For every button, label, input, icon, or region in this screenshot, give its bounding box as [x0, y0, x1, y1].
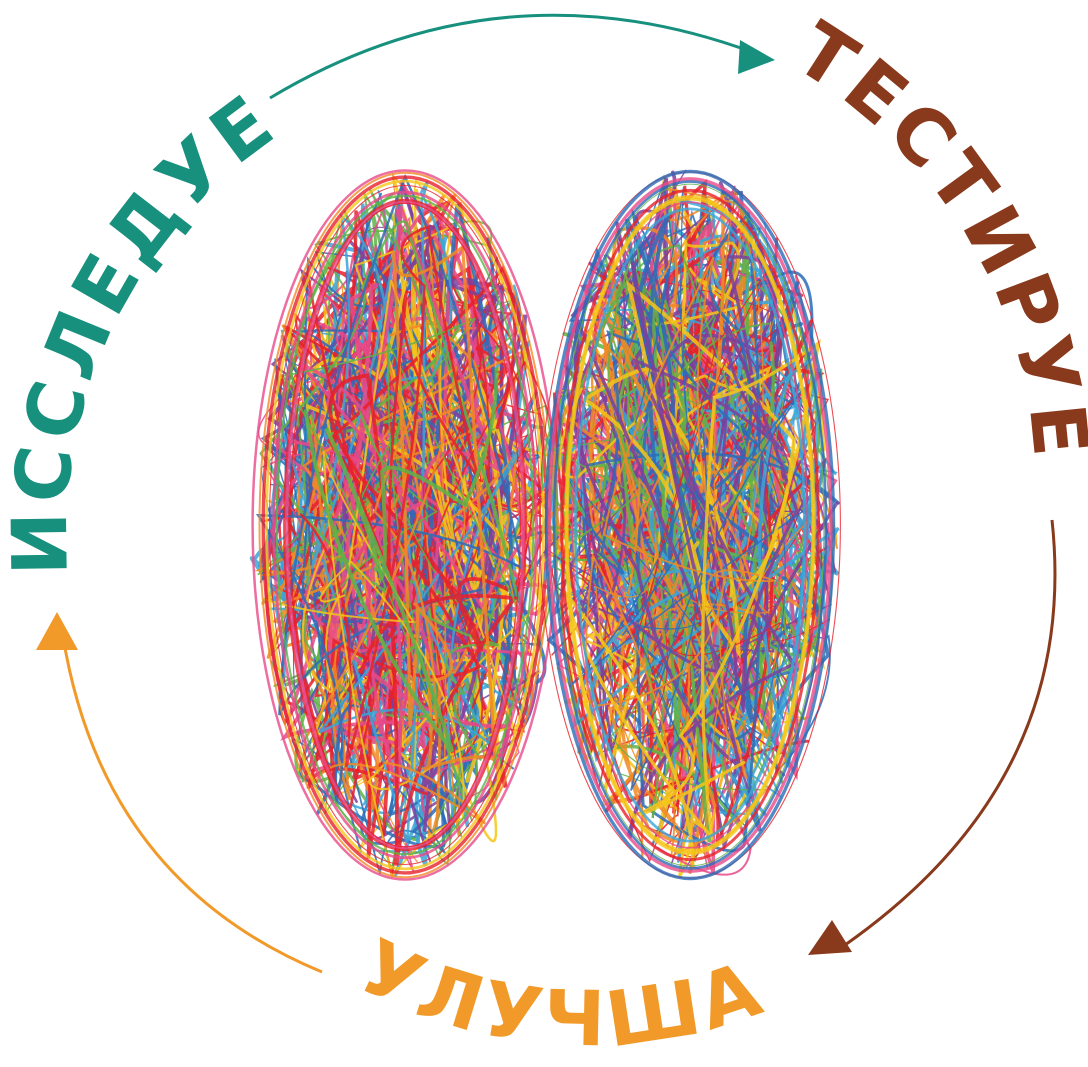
brain-icon — [251, 170, 840, 879]
arrow-test-to-improve-icon — [808, 520, 1055, 955]
label-research: ИССЛЕДУЕМ — [0, 0, 293, 576]
arrow-research-to-test-icon — [270, 15, 775, 98]
